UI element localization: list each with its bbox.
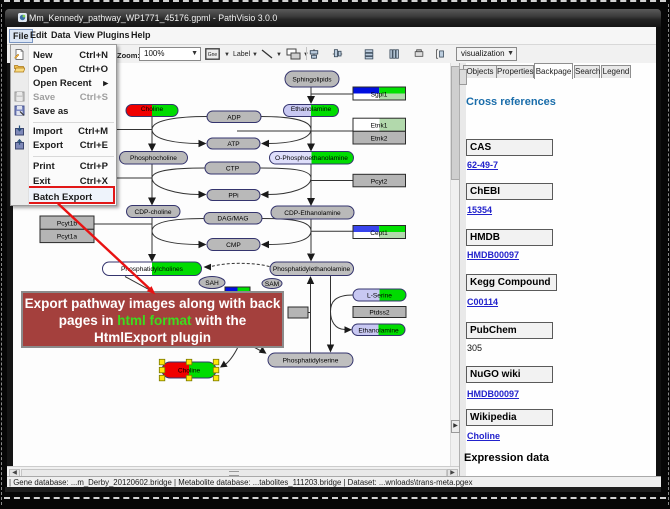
svg-text:CTP: CTP	[226, 166, 240, 173]
svg-text:Gne: Gne	[208, 52, 218, 58]
svg-text:Cept1: Cept1	[370, 230, 388, 237]
svg-text:Pcyt1b: Pcyt1b	[57, 221, 77, 228]
svg-text:Phosphocholine: Phosphocholine	[130, 155, 177, 162]
svg-text:DAG/MAG: DAG/MAG	[217, 216, 248, 223]
svg-text:Choline: Choline	[141, 106, 164, 113]
svg-text:ADP: ADP	[227, 115, 241, 122]
svg-text:Etnk1: Etnk1	[371, 123, 388, 130]
svg-text:Pcyt1a: Pcyt1a	[57, 234, 77, 241]
svg-text:CDP-choline: CDP-choline	[134, 209, 171, 216]
svg-text:Choline: Choline	[178, 368, 201, 375]
svg-text:CMP: CMP	[226, 242, 241, 249]
svg-text:Phosphatidylserine: Phosphatidylserine	[283, 358, 339, 365]
svg-text:Ethanolamine: Ethanolamine	[358, 328, 399, 335]
svg-text:Etnk2: Etnk2	[371, 136, 388, 143]
svg-text:Pcyt2: Pcyt2	[371, 179, 388, 186]
svg-text:SAM: SAM	[265, 281, 279, 288]
svg-text:Phosphatidylcholines: Phosphatidylcholines	[121, 266, 184, 273]
svg-text:ATP: ATP	[227, 141, 240, 148]
svg-text:Sgpl1: Sgpl1	[371, 92, 388, 99]
svg-text:SAH: SAH	[205, 280, 219, 287]
svg-text:L-Serine: L-Serine	[367, 293, 392, 300]
svg-text:Sphingolipids: Sphingolipids	[292, 77, 332, 84]
svg-text:Phosphatidylethanolamine: Phosphatidylethanolamine	[273, 266, 351, 273]
svg-text:O-Phosphoethanolamine: O-Phosphoethanolamine	[275, 155, 348, 162]
svg-text:CDP-Ethanolamine: CDP-Ethanolamine	[284, 210, 341, 217]
svg-text:Ptdss2: Ptdss2	[369, 310, 389, 317]
svg-text:Ethanolamine: Ethanolamine	[291, 106, 332, 113]
svg-text:PPi: PPi	[228, 193, 239, 200]
